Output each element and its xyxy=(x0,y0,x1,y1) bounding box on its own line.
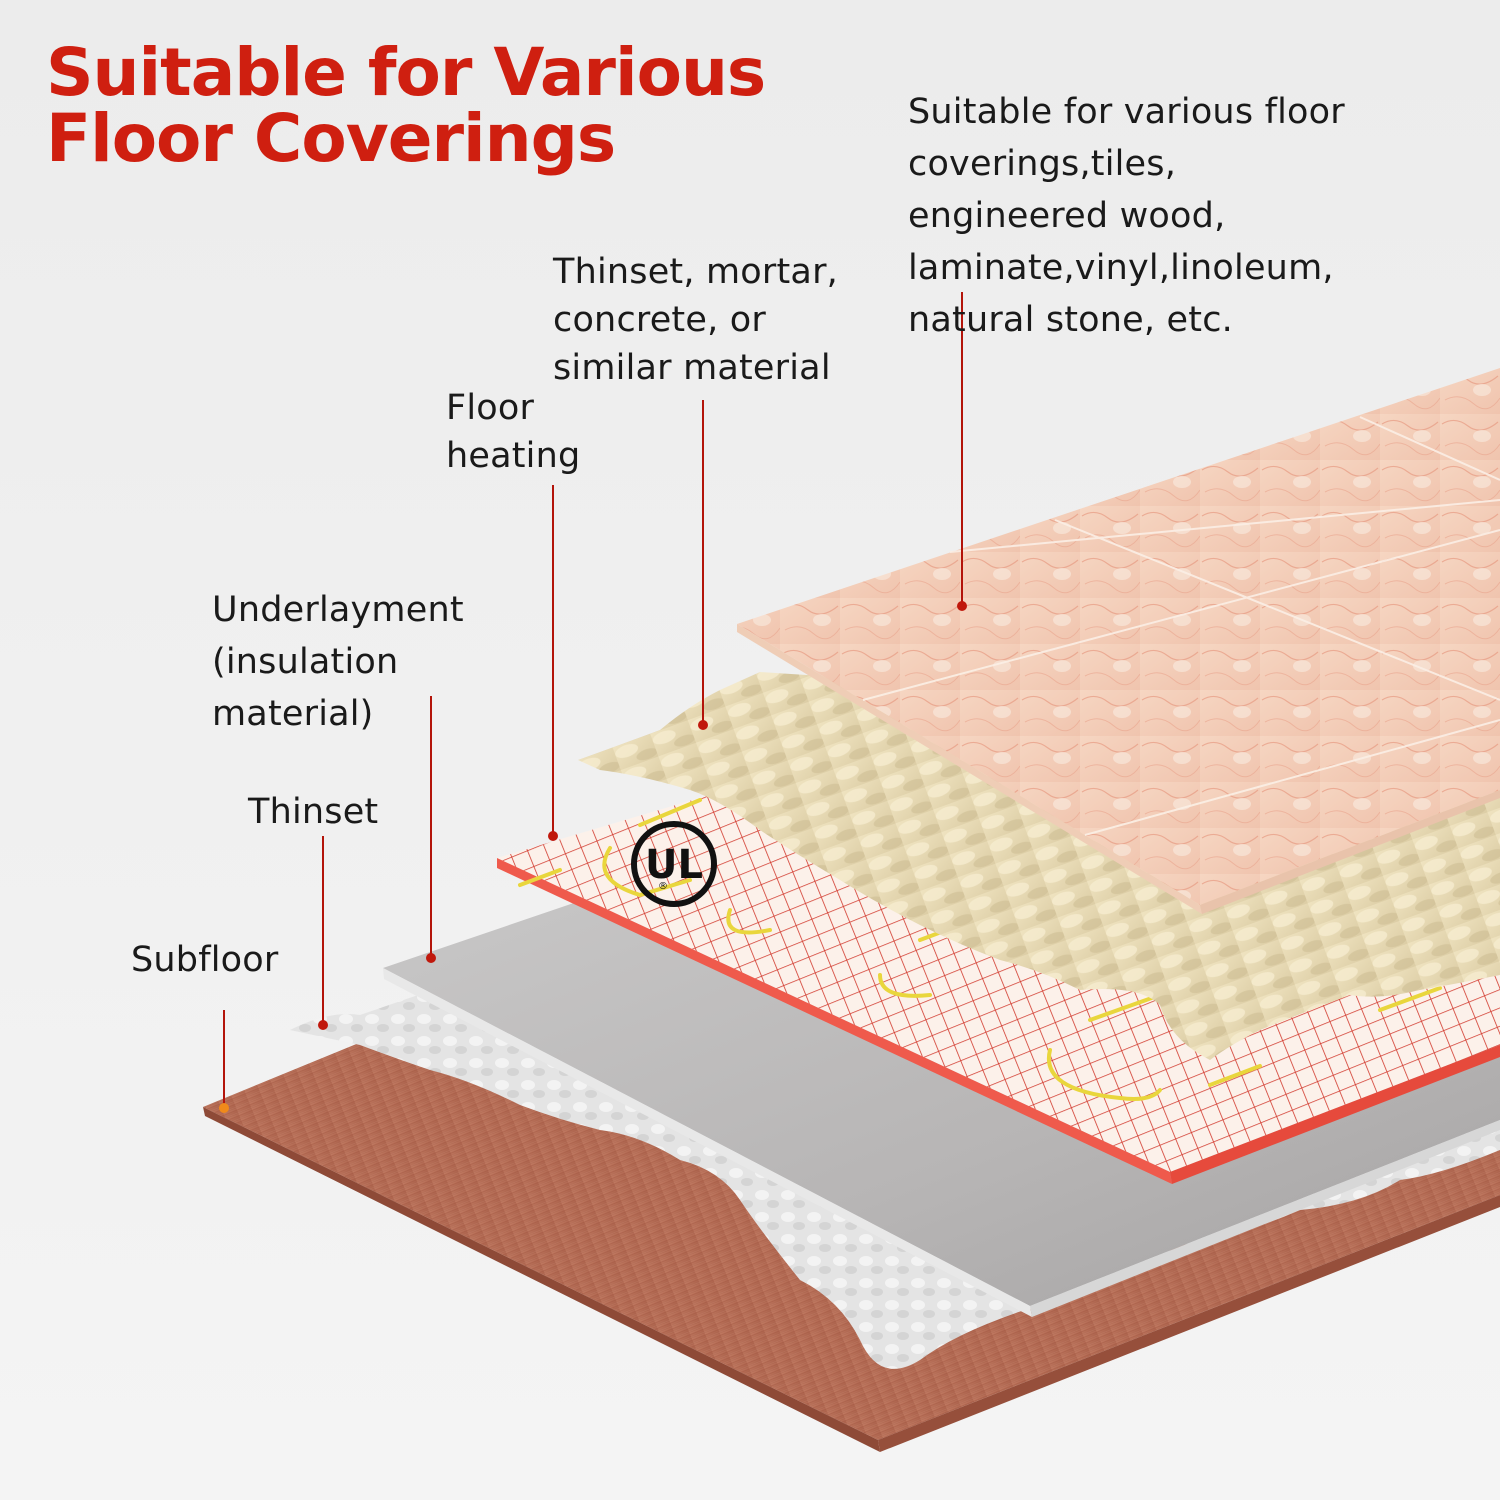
title-line-2: Floor Coverings xyxy=(46,100,616,177)
label-line: similar material xyxy=(553,348,831,388)
label-line: Thinset, mortar, xyxy=(553,252,838,292)
heating-cable xyxy=(518,798,1492,1101)
label-thinset: Thinset xyxy=(248,786,378,838)
label-floor-heating: Floor heating xyxy=(446,384,580,480)
leader-thinset-mortar xyxy=(698,400,708,730)
leader-thinset xyxy=(318,836,328,1030)
label-line: coverings,tiles, xyxy=(908,144,1177,184)
label-line: heating xyxy=(446,436,581,476)
label-floor-covering: Suitable for various floor coverings,til… xyxy=(908,86,1345,346)
label-line: natural stone, etc. xyxy=(908,300,1233,340)
label-line: (insulation xyxy=(212,642,399,682)
page-title: Suitable for Various Floor Coverings xyxy=(46,34,766,177)
leader-underlayment xyxy=(426,696,436,963)
ul-badge-text: UL xyxy=(645,842,703,888)
label-line: laminate,vinyl,linoleum, xyxy=(908,248,1334,288)
label-thinset-mortar: Thinset, mortar, concrete, or similar ma… xyxy=(553,248,838,392)
label-underlayment: Underlayment (insulation material) xyxy=(212,584,464,740)
ul-badge-mark: ® xyxy=(658,881,668,892)
label-line: engineered wood, xyxy=(908,196,1226,236)
ul-certification-badge: UL ® xyxy=(631,821,717,907)
leader-floor-covering xyxy=(957,292,967,611)
label-line: Subfloor xyxy=(131,940,279,980)
label-line: Thinset xyxy=(248,792,379,832)
label-line: Floor xyxy=(446,388,535,428)
label-line: concrete, or xyxy=(553,300,766,340)
label-line: Suitable for various floor xyxy=(908,92,1345,132)
label-subfloor: Subfloor xyxy=(131,934,278,986)
title-line-1: Suitable for Various xyxy=(46,34,766,111)
layer-floor-covering xyxy=(737,368,1500,914)
label-line: Underlayment xyxy=(212,590,464,630)
label-line: material) xyxy=(212,694,374,734)
leader-floor-heating xyxy=(548,485,558,841)
leader-subfloor xyxy=(219,1010,229,1113)
